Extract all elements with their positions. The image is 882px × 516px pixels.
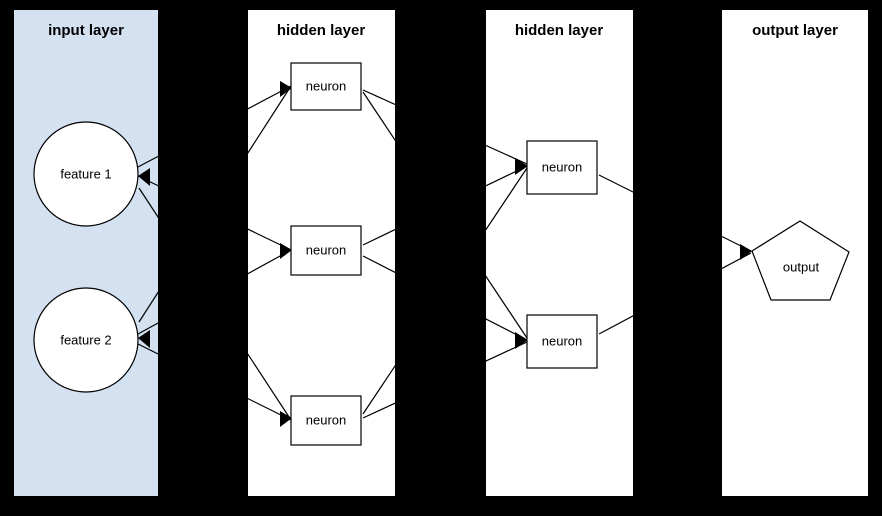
arrow-into-hidden2-neuron-2-icon xyxy=(515,332,528,349)
gap-left xyxy=(0,0,14,516)
node-output[interactable] xyxy=(751,220,850,301)
gap-right xyxy=(868,0,882,516)
gap-hidden2-output xyxy=(633,0,722,516)
title-hidden-layer-2: hidden layer xyxy=(515,22,604,39)
gap-bottom xyxy=(0,496,882,516)
output-layer-nodes: output xyxy=(751,220,850,301)
arrowheads xyxy=(138,81,752,427)
node-hidden1-neuron-3[interactable] xyxy=(290,395,362,446)
node-hidden2-neuron-2-label: neuron xyxy=(542,333,582,348)
node-feature-2-label: feature 2 xyxy=(60,332,111,347)
node-feature-2[interactable] xyxy=(33,287,139,393)
hidden-layer-2-nodes: neuron neuron xyxy=(526,140,598,369)
gap-input-hidden1 xyxy=(158,0,248,516)
node-feature-1-label: feature 1 xyxy=(60,166,111,181)
node-hidden2-neuron-2[interactable] xyxy=(526,314,598,369)
node-feature-1[interactable] xyxy=(33,121,139,227)
arrow-into-feature-1-icon xyxy=(138,168,150,186)
arrow-into-hidden1-neuron-3-icon xyxy=(280,411,292,427)
node-output-label: output xyxy=(783,259,820,274)
panel-input-layer[interactable] xyxy=(14,10,158,496)
arrow-into-hidden1-neuron-2-icon xyxy=(280,243,292,259)
gap-top xyxy=(0,0,882,10)
node-hidden1-neuron-3-label: neuron xyxy=(306,412,346,427)
node-hidden1-neuron-1-label: neuron xyxy=(306,78,346,93)
arrow-into-output-icon xyxy=(740,244,752,260)
node-hidden2-neuron-1[interactable] xyxy=(526,140,598,195)
node-hidden1-neuron-1[interactable] xyxy=(290,62,362,111)
panel-hidden-layer-2[interactable] xyxy=(486,10,633,496)
hidden-layer-1-nodes: neuron neuron neuron xyxy=(290,62,362,446)
gap-hidden1-hidden2 xyxy=(395,0,486,516)
arrow-into-feature-2-icon xyxy=(138,330,150,348)
input-layer-nodes: feature 1 feature 2 xyxy=(33,121,139,393)
arrow-into-hidden2-neuron-1-icon xyxy=(515,158,528,175)
layer-titles: input layer hidden layer hidden layer ou… xyxy=(48,22,838,39)
node-hidden2-neuron-1-label: neuron xyxy=(542,159,582,174)
node-hidden1-neuron-2[interactable] xyxy=(290,225,362,276)
node-hidden1-neuron-2-label: neuron xyxy=(306,242,346,257)
title-input-layer: input layer xyxy=(48,22,124,39)
title-hidden-layer-1: hidden layer xyxy=(277,22,366,39)
arrow-into-hidden1-neuron-1-icon xyxy=(280,81,292,97)
title-output-layer: output layer xyxy=(752,22,838,39)
